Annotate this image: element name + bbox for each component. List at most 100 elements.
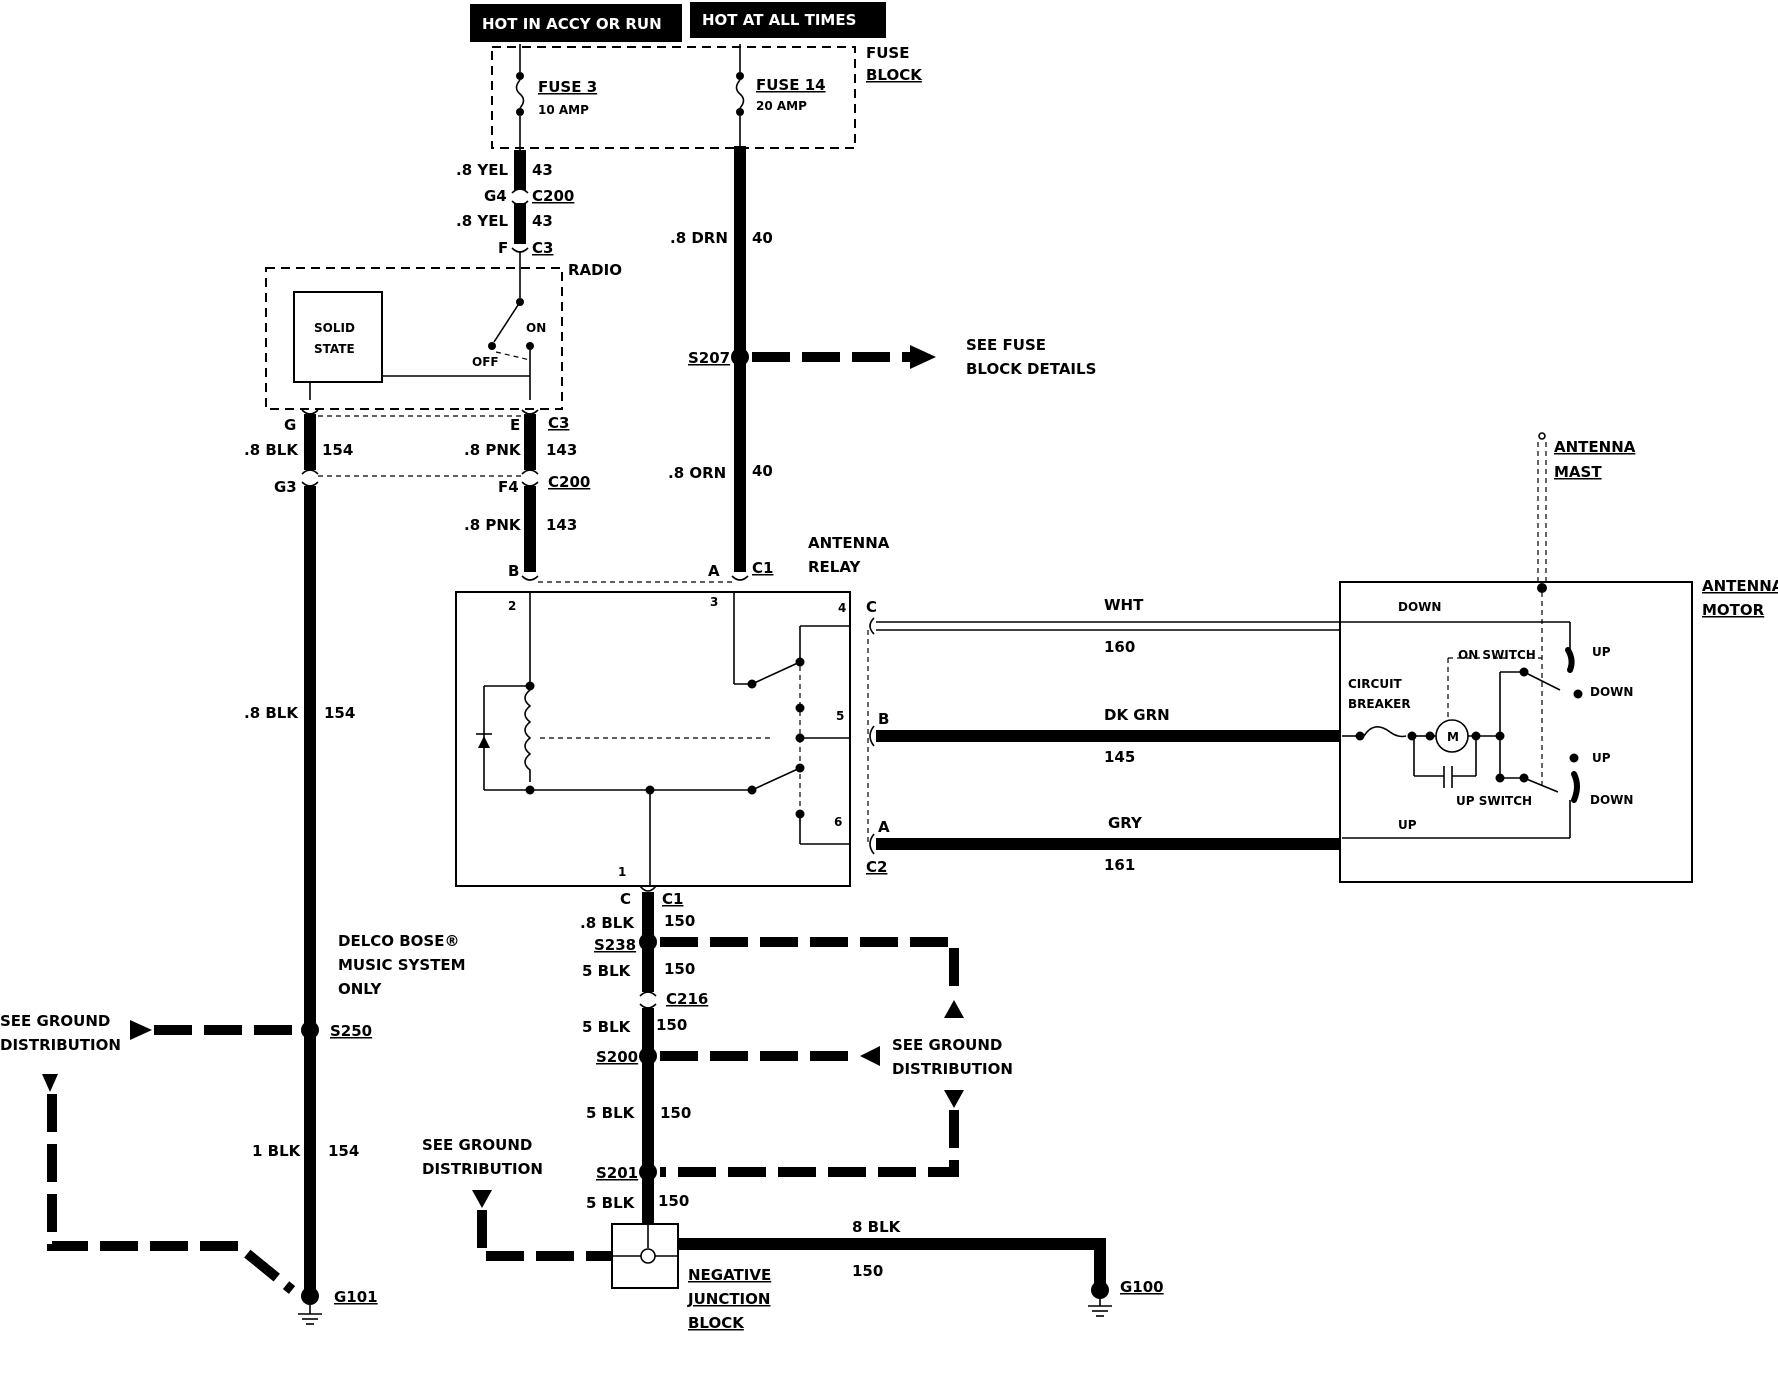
wire-blk-5d-num: 150 — [658, 1192, 689, 1210]
left-ground-arrow-right — [130, 1020, 152, 1040]
wire-154-blk — [301, 409, 319, 1290]
wire-161-gry — [869, 833, 1340, 855]
wire-yel-bot-label: .8 YEL — [456, 212, 508, 230]
wire-blk-154b-label: .8 BLK — [244, 704, 299, 722]
wire-160-wht — [869, 617, 1340, 635]
wire-blk-1-num: 154 — [328, 1142, 359, 1160]
delco-label-1: DELCO BOSE® — [338, 932, 459, 950]
connector-c3-bot: C3 — [548, 414, 569, 432]
wire-143-pnk — [521, 409, 539, 581]
pin-b-relay: B — [878, 710, 889, 728]
relay-label-2: RELAY — [808, 558, 862, 576]
radio-switch — [309, 262, 534, 400]
wire-yel-bot-num: 43 — [532, 212, 553, 230]
connector-c3-top: C3 — [532, 239, 553, 257]
motor-label-1: ANTENNA — [1702, 577, 1778, 595]
right-ground-label-2: DISTRIBUTION — [892, 1060, 1013, 1078]
fuse-details-label-1: SEE FUSE — [966, 336, 1046, 354]
connector-c200-top: C200 — [532, 187, 574, 205]
fuse-14-label: FUSE 14 — [756, 76, 826, 94]
relay-pin-2: 2 — [508, 599, 516, 613]
wire-dkgrn-num: 145 — [1104, 748, 1135, 766]
wire-145-dkgrn — [869, 725, 1340, 747]
solid-state-label-2: STATE — [314, 342, 355, 356]
wire-blk-5a-num: 150 — [664, 960, 695, 978]
left-ground-label-1: SEE GROUND — [0, 1012, 110, 1030]
connector-c2: C2 — [866, 858, 887, 876]
bottom-ground-label-1: SEE GROUND — [422, 1136, 532, 1154]
antenna-relay-box — [455, 591, 851, 887]
splice-s238-label: S238 — [594, 936, 636, 954]
splice-s250 — [301, 1021, 319, 1039]
wire-blk-5c-label: 5 BLK — [586, 1104, 636, 1122]
switch-off-label: OFF — [472, 355, 499, 369]
antenna-motor-box — [1339, 581, 1693, 883]
njb-label-1: NEGATIVE — [688, 1266, 771, 1284]
splice-s201 — [639, 1163, 657, 1181]
switch-up-2: UP — [1592, 751, 1611, 765]
antenna-mast — [1537, 432, 1547, 586]
left-ground-arrow-down — [42, 1074, 58, 1092]
wire-blk-5b-num: 150 — [656, 1016, 687, 1034]
right-ground-dash-top — [660, 937, 959, 990]
wire-blk-5c-num: 150 — [660, 1104, 691, 1122]
wire-gry-label: GRY — [1108, 814, 1143, 832]
connector-c1-bot: C1 — [662, 890, 683, 908]
header-box-accy-run — [470, 4, 682, 42]
splice-s207-label: S207 — [688, 349, 730, 367]
fuse-3-amp: 10 AMP — [538, 103, 589, 117]
splice-s200 — [639, 1047, 657, 1065]
motor-internals — [1340, 583, 1583, 839]
pin-c-bottom: C — [620, 890, 631, 908]
splice-s250-label: S250 — [330, 1022, 372, 1040]
circuit-breaker-label-1: CIRCUIT — [1348, 677, 1403, 691]
wire-pnk-b-num: 143 — [546, 516, 577, 534]
relay-pin-1: 1 — [618, 865, 626, 879]
fuse-details-arrow — [910, 345, 936, 369]
right-ground-arrow-left — [860, 1046, 880, 1066]
radio-outline — [265, 267, 563, 410]
wire-blk-8-num: 150 — [852, 1262, 883, 1280]
wire-43-yel — [511, 116, 529, 262]
wire-wht-label: WHT — [1104, 596, 1144, 614]
wire-dkgrn-label: DK GRN — [1104, 706, 1170, 724]
header-box-all-times — [690, 2, 886, 38]
header-hot-accy-run: HOT IN ACCY OR RUN — [482, 15, 662, 33]
switch-down-2: DOWN — [1590, 793, 1633, 807]
pin-b: B — [508, 562, 519, 580]
solid-state-box — [293, 291, 383, 383]
mast-label-1: ANTENNA — [1554, 438, 1636, 456]
left-ground-label-2: DISTRIBUTION — [0, 1036, 121, 1054]
wire-gry-num: 161 — [1104, 856, 1135, 874]
switch-on-label: ON — [526, 321, 546, 335]
wire-pnk-a-label: .8 PNK — [464, 441, 522, 459]
wire-orn-label: .8 ORN — [668, 464, 726, 482]
relay-pin-3: 3 — [710, 595, 718, 609]
pin-a-motor: A — [878, 818, 890, 836]
wire-blk-154a-label: .8 BLK — [244, 441, 299, 459]
wire-orn-num: 40 — [752, 462, 773, 480]
pin-e: E — [510, 416, 520, 434]
relay-pin-5: 5 — [836, 709, 844, 723]
splice-s200-label: S200 — [596, 1048, 638, 1066]
motor-label-2: MOTOR — [1702, 601, 1765, 619]
wire-8-blk-150 — [678, 1238, 1106, 1286]
circuit-breaker-label-2: BREAKER — [1348, 697, 1411, 711]
wire-blk-150a-num: 150 — [664, 912, 695, 930]
wire-yel-top-num: 43 — [532, 161, 553, 179]
delco-label-3: ONLY — [338, 980, 383, 998]
njb-label-2: JUNCTION — [687, 1290, 770, 1308]
pin-g4: G4 — [484, 187, 507, 205]
wire-blk-5d-label: 5 BLK — [586, 1194, 636, 1212]
connector-c1-top: C1 — [752, 559, 773, 577]
splice-s238 — [639, 933, 657, 951]
switch-down-1: DOWN — [1590, 685, 1633, 699]
fuse-14-amp: 20 AMP — [756, 99, 807, 113]
bottom-ground-dash — [477, 1210, 612, 1261]
wire-blk-5a-label: 5 BLK — [582, 962, 632, 980]
wire-blk-1-label: 1 BLK — [252, 1142, 302, 1160]
pin-g: G — [284, 416, 296, 434]
splice-s207 — [731, 348, 749, 366]
wire-blk-154b-num: 154 — [324, 704, 355, 722]
